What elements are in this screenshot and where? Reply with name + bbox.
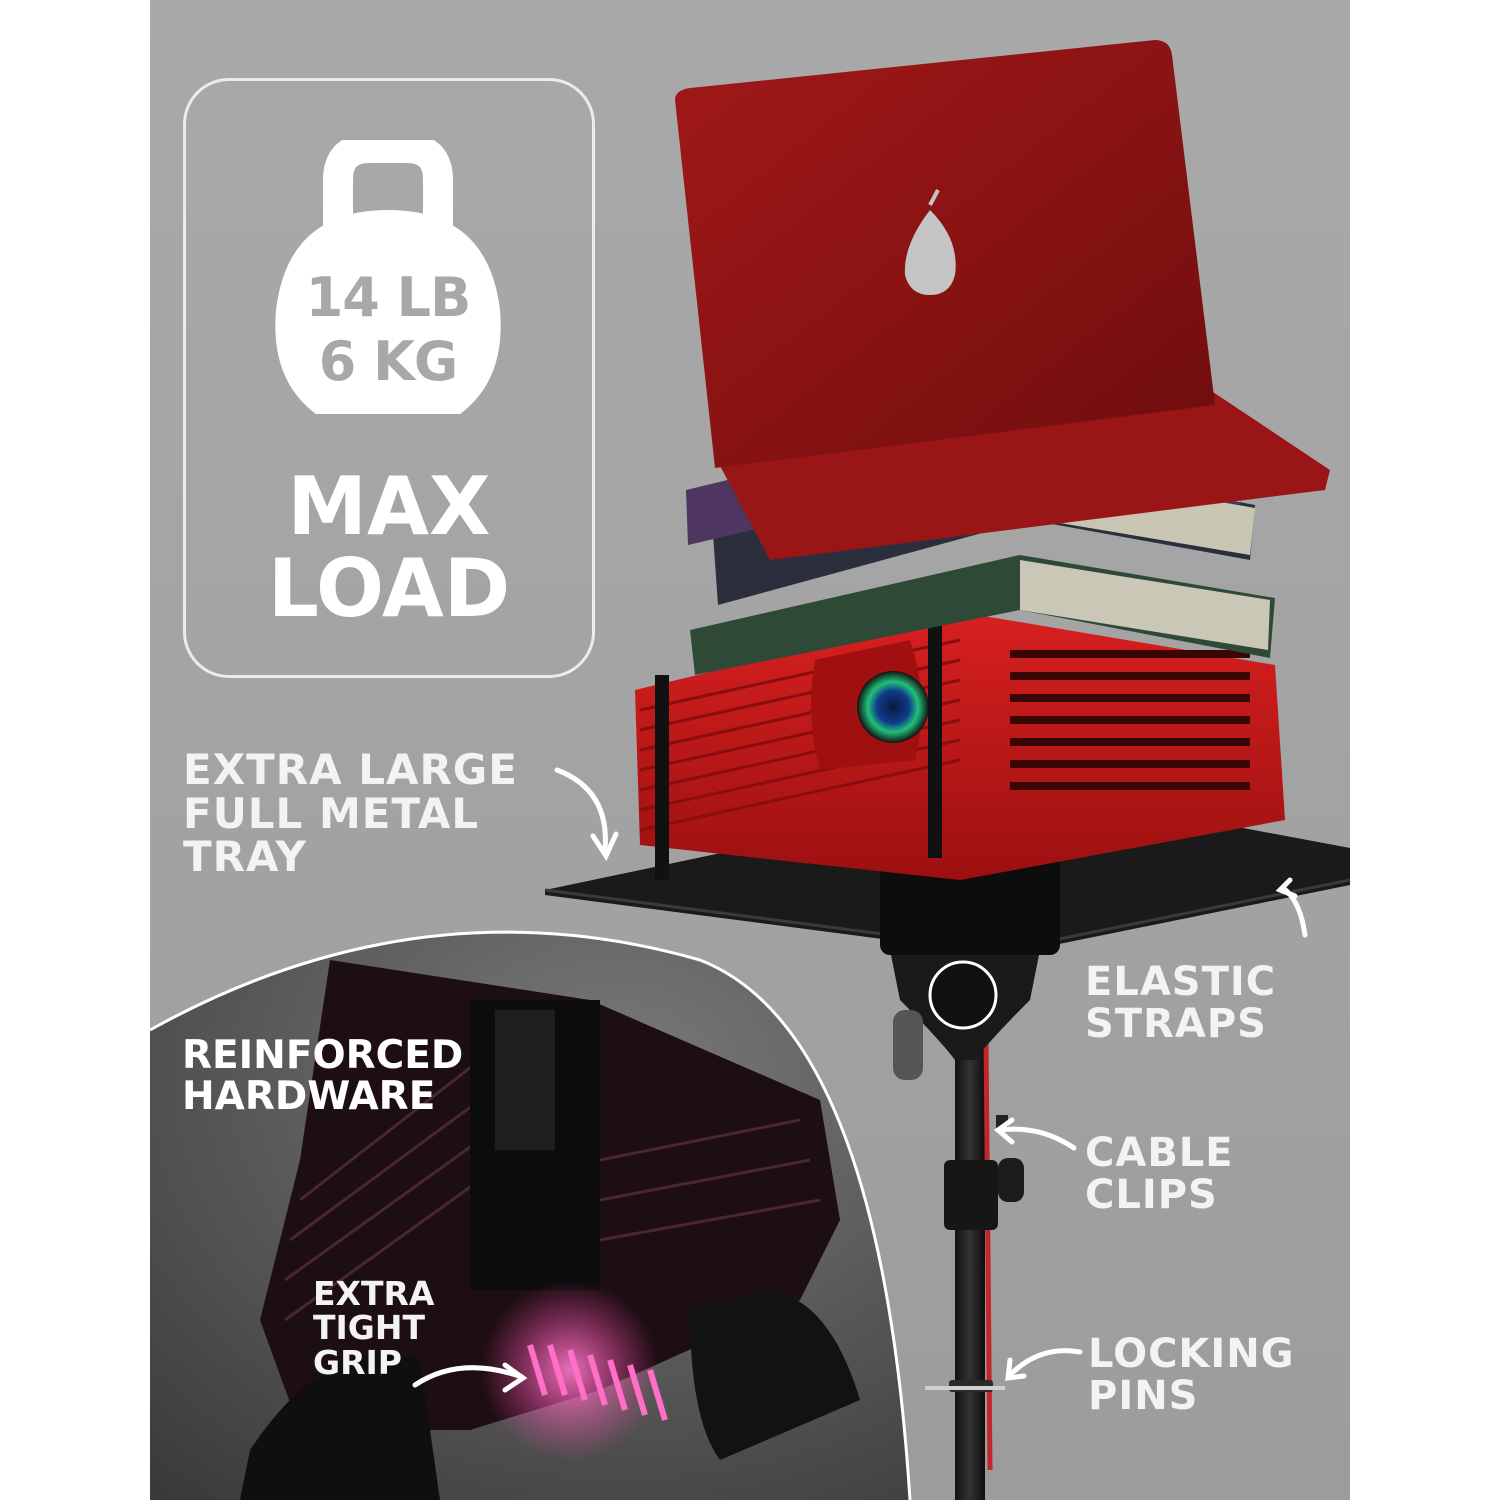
max-load-badge (183, 78, 595, 678)
straps-callout: ELASTIC STRAPS (1085, 959, 1277, 1047)
height-clamp (944, 1160, 998, 1230)
max-load-lb: 14 LB (305, 266, 472, 329)
clamp-knob (998, 1158, 1024, 1202)
grip-glow (480, 1280, 660, 1460)
grip-knob (690, 1290, 860, 1460)
locking-pins-callout: LOCKING PINS (1088, 1331, 1295, 1419)
locking-pin (925, 1386, 1005, 1390)
laptop-logo (904, 210, 956, 295)
max-load-kg: 6 KG (318, 330, 459, 393)
highlight-circle (928, 960, 998, 1030)
zoom-inset-border (149, 930, 912, 1500)
locking-pins-arrow (1007, 1348, 1083, 1378)
grip-spring (527, 1344, 668, 1421)
grip-arrow (412, 1365, 525, 1388)
stand-pole (955, 1030, 985, 1500)
laptop-base (718, 390, 1330, 560)
zoom-inset (150, 932, 910, 1500)
cable-clips-callout: CABLE CLIPS (1085, 1130, 1234, 1218)
elastic-strap (928, 618, 942, 858)
elastic-strap (655, 675, 669, 880)
kettlebell-icon (275, 140, 501, 414)
projector-lens (857, 671, 929, 743)
cable-clips-arrow (997, 1126, 1077, 1151)
tray-callout: EXTRA LARGE FULL METAL TRAY (183, 745, 518, 882)
hardware-callout: REINFORCED HARDWARE (182, 1033, 464, 1119)
max-load-title: MAX LOAD (267, 460, 511, 635)
grip-callout: EXTRA TIGHT GRIP (313, 1274, 435, 1382)
tray-arrow (554, 767, 608, 853)
cable (983, 1039, 993, 1471)
tilt-knob (893, 1010, 923, 1080)
